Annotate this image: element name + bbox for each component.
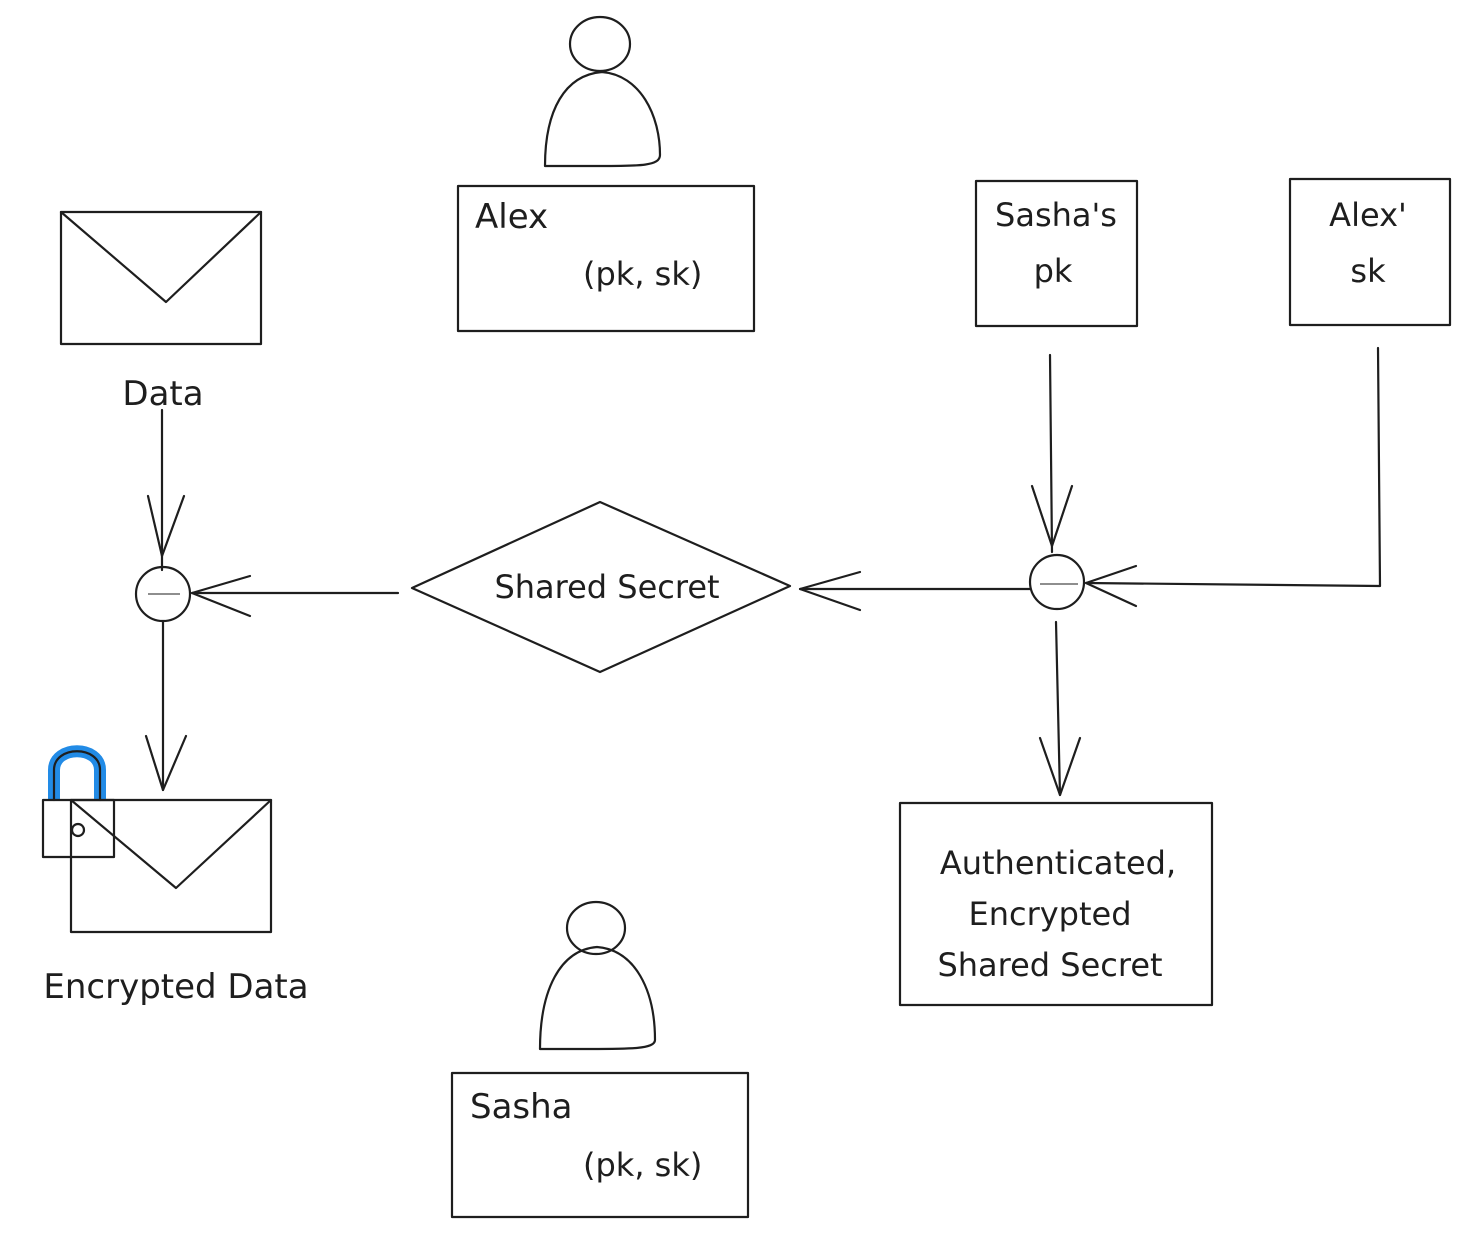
sasha-keypair-box[interactable]: Sasha (pk, sk)	[450, 1071, 750, 1219]
encrypted-envelope-icon	[41, 745, 273, 934]
sasha-pk-box[interactable]: Sasha's pk	[974, 179, 1139, 328]
sasha-pk-line1: Sasha's	[995, 196, 1117, 234]
combine-green-plus-icon	[1028, 553, 1086, 611]
arrow-secret-to-combine	[190, 574, 400, 618]
alex-sk-box[interactable]: Alex' sk	[1288, 177, 1452, 327]
arrow-combine-to-secret	[798, 570, 1032, 612]
sasha-pk-line2: pk	[1034, 252, 1073, 290]
result-line2: Encrypted	[968, 895, 1131, 933]
sasha-avatar-icon	[538, 900, 657, 1051]
shared-secret-diamond[interactable]: Shared Secret	[410, 500, 792, 674]
alex-sk-line2: sk	[1350, 252, 1386, 290]
result-line3: Shared Secret	[937, 946, 1162, 984]
alex-sk-line1: Alex'	[1329, 196, 1407, 234]
alex-avatar-icon	[543, 15, 662, 168]
alex-keypair-box[interactable]: Alex (pk, sk)	[456, 184, 756, 333]
alex-name-label: Alex	[475, 197, 548, 237]
data-envelope-icon	[59, 210, 263, 346]
shared-secret-label: Shared Secret	[494, 568, 719, 606]
arrow-alex-sk-to-combine	[1084, 346, 1382, 608]
encrypted-data-label: Encrypted Data	[43, 967, 308, 1007]
authenticated-secret-box[interactable]: Authenticated, Encrypted Shared Secret	[898, 801, 1214, 1007]
alex-keys-label: (pk, sk)	[583, 255, 702, 293]
data-label: Data	[122, 374, 203, 414]
sasha-keys-label: (pk, sk)	[583, 1146, 702, 1184]
combine-blue-plus-icon	[134, 565, 192, 623]
arrow-data-to-combine	[146, 408, 186, 572]
arrow-sasha-pk-to-combine	[1030, 353, 1074, 554]
arrow-combine-to-result	[1038, 620, 1082, 797]
sasha-name-label: Sasha	[470, 1087, 573, 1127]
padlock-icon	[41, 798, 116, 859]
arrow-combine-to-encrypted	[144, 620, 188, 792]
result-line1: Authenticated,	[940, 844, 1176, 882]
